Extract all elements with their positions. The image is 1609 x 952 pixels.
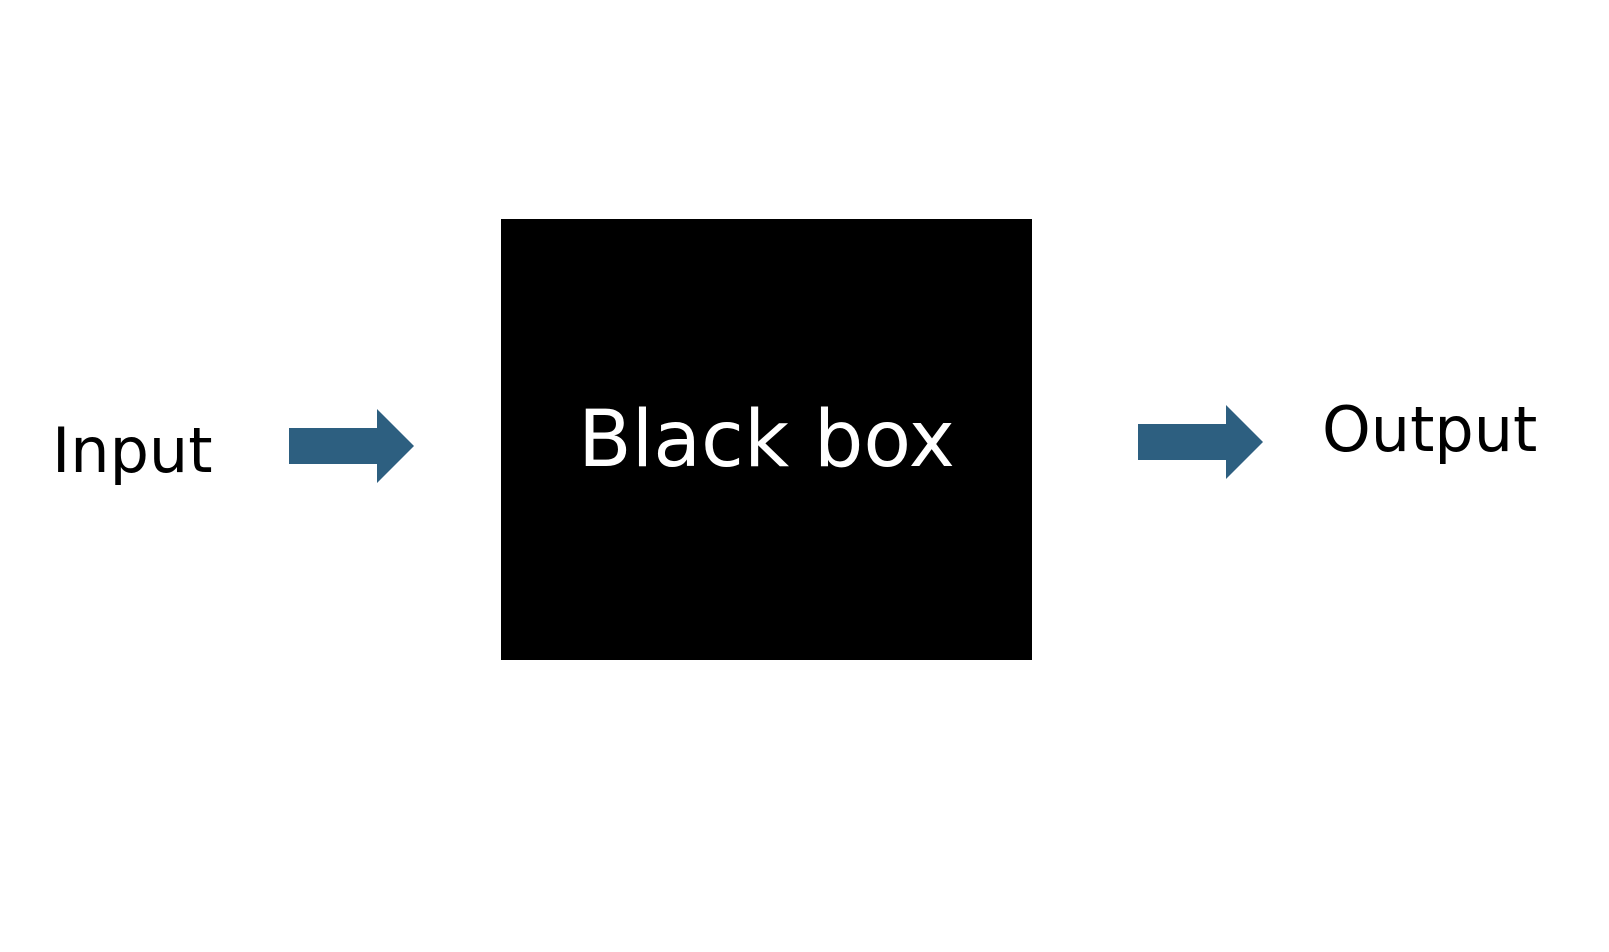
output-arrow-shape	[1138, 405, 1263, 479]
input-label: Input	[52, 414, 213, 487]
arrow-right-icon	[1138, 405, 1263, 479]
black-box-label: Black box	[578, 395, 955, 485]
arrow-right-icon	[289, 409, 414, 483]
output-label: Output	[1322, 393, 1538, 466]
input-arrow-shape	[289, 409, 414, 483]
black-box: Black box	[501, 219, 1032, 660]
